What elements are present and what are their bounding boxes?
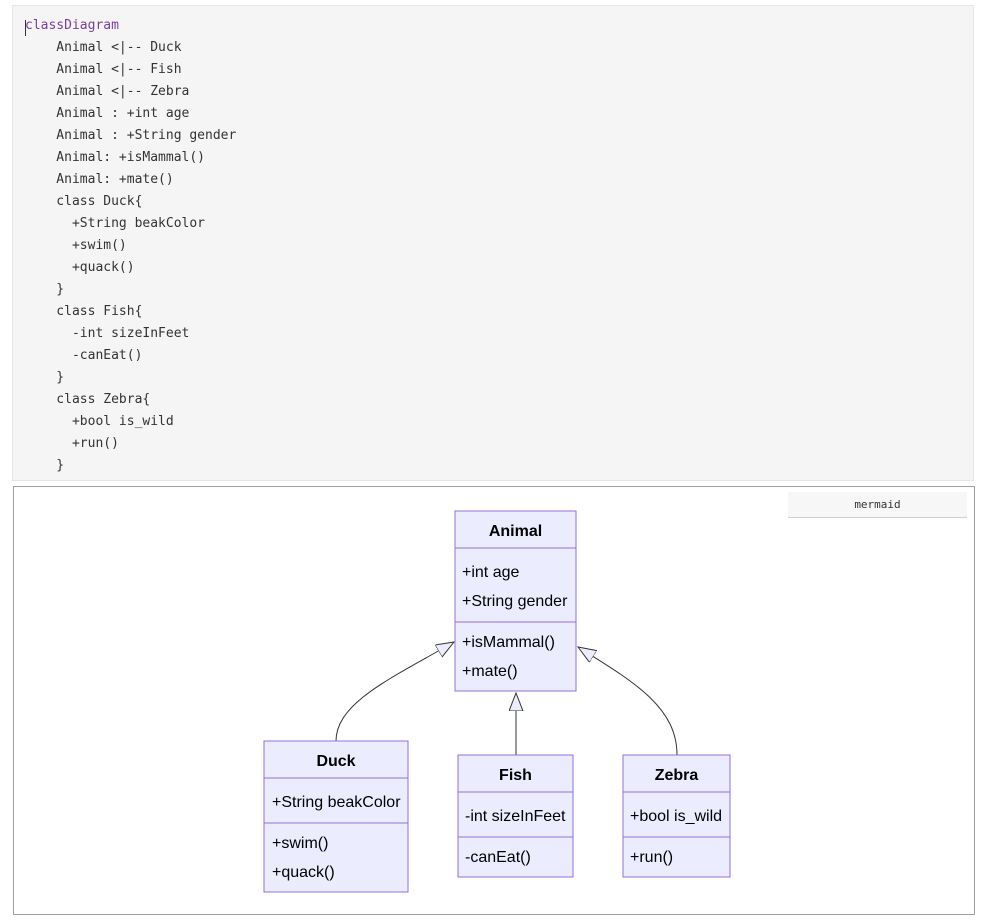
code-line: +bool is_wild bbox=[25, 414, 174, 429]
class-zebra: Zebra +bool is_wild +run() bbox=[622, 754, 731, 878]
class-attribute: -int sizeInFeet bbox=[465, 808, 566, 825]
class-diagram: Animal +int age +String gender +isMammal… bbox=[263, 510, 731, 893]
code-line: } bbox=[25, 282, 65, 297]
edge-duck-animal bbox=[335, 642, 454, 742]
code-editor[interactable]: classDiagram Animal <|-- Duck Animal <|-… bbox=[12, 5, 974, 481]
class-title: Animal bbox=[489, 523, 542, 540]
class-method: -canEat() bbox=[465, 849, 531, 866]
text-caret bbox=[25, 20, 26, 36]
class-title: Zebra bbox=[655, 767, 699, 784]
class-box bbox=[457, 754, 574, 878]
class-box bbox=[263, 740, 409, 893]
code-line: Animal <|-- Zebra bbox=[25, 84, 190, 99]
edge-zebra-animal bbox=[578, 647, 678, 756]
class-duck: Duck +String beakColor +swim() +quack() bbox=[263, 740, 409, 893]
class-attribute: +int age bbox=[462, 564, 519, 581]
code-line: +quack() bbox=[25, 260, 135, 275]
class-title: Fish bbox=[499, 767, 532, 784]
code-line: -canEat() bbox=[25, 348, 143, 363]
class-method: +mate() bbox=[462, 663, 518, 680]
code-line: Animal: +mate() bbox=[25, 172, 174, 187]
code-line: classDiagram bbox=[25, 18, 119, 33]
class-fish: Fish -int sizeInFeet -canEat() bbox=[457, 754, 574, 878]
code-line: Animal : +int age bbox=[25, 106, 190, 121]
class-attribute: +bool is_wild bbox=[630, 808, 722, 825]
class-method: +isMammal() bbox=[462, 634, 555, 651]
code-line: } bbox=[25, 458, 65, 473]
code-line: Animal <|-- Fish bbox=[25, 62, 182, 77]
code-line: Animal <|-- Duck bbox=[25, 40, 182, 55]
class-box bbox=[454, 510, 577, 692]
class-box bbox=[622, 754, 731, 878]
class-method: +swim() bbox=[272, 835, 328, 852]
class-attribute: +String beakColor bbox=[272, 794, 401, 811]
code-line: +String beakColor bbox=[25, 216, 206, 231]
class-method: +run() bbox=[630, 849, 673, 866]
code-line: +swim() bbox=[25, 238, 127, 253]
code-line: Animal : +String gender bbox=[25, 128, 237, 143]
code-line: +run() bbox=[25, 436, 119, 451]
class-attribute: +String gender bbox=[462, 593, 568, 610]
code-line: class Zebra{ bbox=[25, 392, 151, 407]
code-line: -int sizeInFeet bbox=[25, 326, 190, 341]
diagram-preview: mermaid Animal +int age +String gender +… bbox=[13, 486, 975, 915]
code-line: class Fish{ bbox=[25, 304, 143, 319]
code-line: Animal: +isMammal() bbox=[25, 150, 206, 165]
code-line: } bbox=[25, 370, 65, 385]
code-line: class Duck{ bbox=[25, 194, 143, 209]
class-method: +quack() bbox=[272, 864, 335, 881]
class-title: Duck bbox=[316, 753, 355, 770]
class-animal: Animal +int age +String gender +isMammal… bbox=[454, 510, 577, 692]
mermaid-badge: mermaid bbox=[788, 492, 967, 518]
